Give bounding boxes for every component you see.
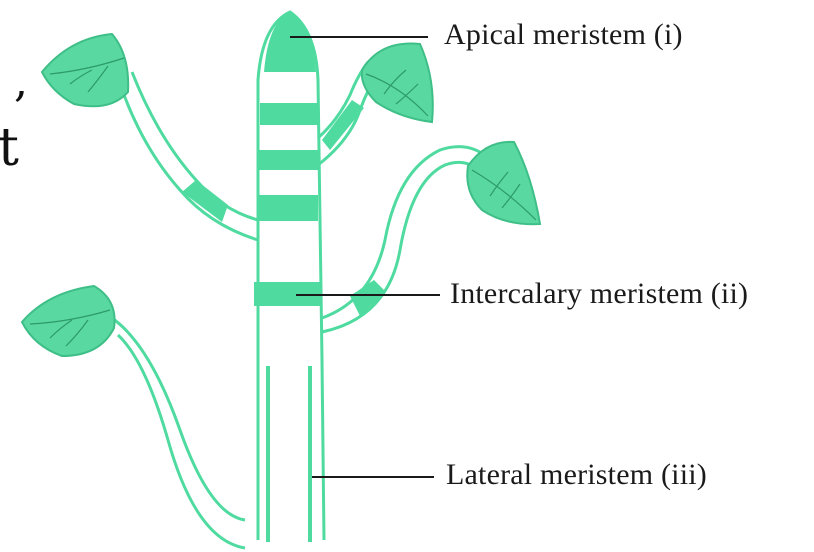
cropped-letter-t: t xyxy=(0,118,19,178)
leaf-top-left xyxy=(42,34,128,106)
branch-bottom-left xyxy=(112,318,245,548)
stem-band xyxy=(260,103,318,125)
label-intercalary-meristem: Intercalary meristem (ii) xyxy=(450,277,748,311)
cropped-comma: , xyxy=(14,56,28,107)
apical-meristem-band xyxy=(264,12,316,72)
leaf-right xyxy=(467,142,540,224)
label-apical-meristem: Apical meristem (i) xyxy=(444,18,683,52)
leaf-top-right xyxy=(362,44,433,122)
stem-band xyxy=(258,195,318,221)
branch-top-left xyxy=(118,72,258,240)
lateral-meristem-left xyxy=(266,366,270,542)
label-lateral-meristem: Lateral meristem (iii) xyxy=(446,458,707,492)
stem-band xyxy=(258,150,318,170)
leaf-bottom-left xyxy=(22,286,115,356)
lateral-meristem-right xyxy=(308,366,312,542)
